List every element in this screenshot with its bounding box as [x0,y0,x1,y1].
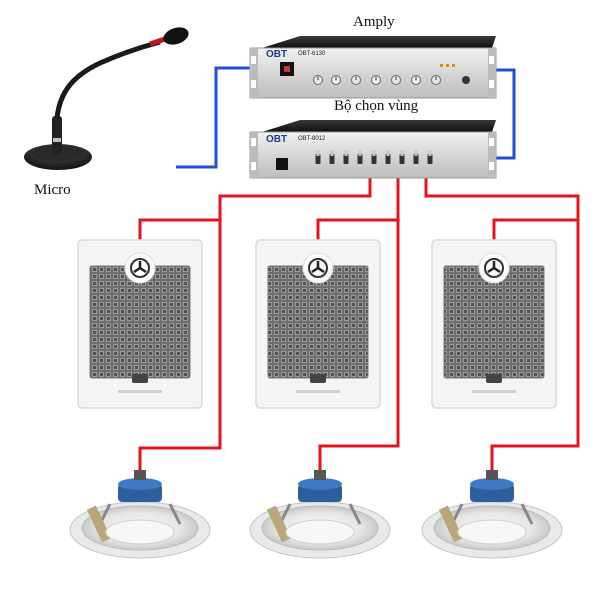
wall-speakers [77,239,557,409]
wall-speaker-icon [431,239,557,409]
microphone-label: Micro [34,182,71,198]
zone-selector-label: Bộ chọn vùng [334,98,419,114]
wire-zone-2b [318,220,400,470]
amplifier-label: Amply [353,14,395,30]
wall-speaker-icon [255,239,381,409]
amp-to-zone-wire [492,68,516,160]
wire-zone-2 [316,178,400,240]
zone-selector-model: OBT-8012 [298,136,326,142]
ceiling-speaker-icon [249,470,391,559]
microphone-icon [24,27,189,170]
amplifier-icon [249,36,497,99]
zone-selector-brand: OBT [266,134,288,145]
wire-zone-3 [424,178,580,240]
wire-zone-1b [138,220,222,470]
ceiling-speaker-icon [421,470,563,559]
amplifier-brand: OBT [266,49,288,60]
wiring [138,66,580,470]
wire-zone-3b [490,220,580,470]
ceiling-speakers [69,470,563,559]
zone-selector-icon [249,120,497,179]
amplifier-model: OBT-6130 [298,51,326,57]
speaker-wires [138,178,580,470]
ceiling-speaker-icon [69,470,211,559]
mic-to-amp-wire [176,66,252,169]
wire-zone-1 [138,178,372,240]
wall-speaker-icon [77,239,203,409]
